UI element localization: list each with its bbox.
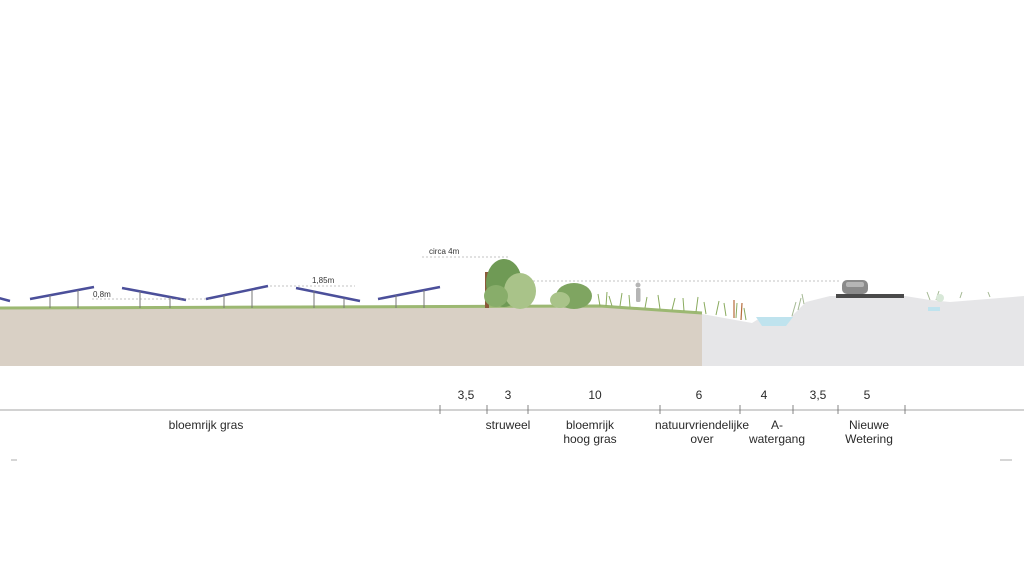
panel-gap-label: 0,8m (93, 290, 111, 299)
zone-label-line: struweel (485, 418, 531, 432)
shrub-low (550, 283, 592, 309)
annotation-lines (92, 256, 840, 300)
dimension-value: 3,5 (457, 388, 475, 402)
solar-panels (0, 284, 441, 303)
zone-label-line: watergang (748, 432, 806, 446)
zone-label-line: bloemrijk (565, 418, 614, 432)
dimension-ticks (439, 405, 906, 414)
panel-legs (49, 290, 425, 308)
embankment-profile (702, 296, 1024, 366)
shrub-struweel (484, 259, 536, 309)
water-surface (756, 317, 793, 326)
zone-label-line: hoog gras (563, 432, 617, 446)
zone-label-line: Nieuwe (848, 418, 890, 432)
shrub-height-label: circa 4m (429, 247, 460, 256)
panel-height-label: 1,85m (312, 276, 335, 285)
zone-label-bloemrijk-hoog-gras: bloemrijk hoog gras (555, 418, 625, 446)
dimension-value: 6 (695, 388, 703, 402)
dimension-value: 4 (760, 388, 768, 402)
road (836, 294, 904, 298)
zone-label-line: Wetering (845, 432, 893, 446)
dimension-value: 3 (504, 388, 512, 402)
zone-label-a-watergang: A- watergang (742, 418, 812, 446)
small-tree (936, 294, 944, 302)
zone-label-line: A- (771, 418, 783, 432)
dimension-value: 5 (863, 388, 871, 402)
zone-label-nieuwe-wetering: Nieuwe Wetering (834, 418, 904, 446)
dimension-value: 3,5 (809, 388, 827, 402)
tall-grass (597, 291, 747, 321)
reeds (733, 300, 743, 321)
zone-label-line: bloemrijk gras (168, 418, 244, 432)
zone-label-line: over (690, 432, 714, 446)
zone-label-natuurvriendelijke-over: natuurvriendelijke over (644, 418, 760, 446)
soil-profile (0, 307, 702, 366)
dimension-value: 10 (588, 388, 602, 402)
car (842, 280, 868, 294)
zone-label-bloemrijk-gras: bloemrijk gras (146, 418, 266, 432)
zone-label-line: natuurvriendelijke (654, 418, 750, 432)
person-figure (635, 282, 641, 302)
zone-label-struweel: struweel (478, 418, 538, 432)
small-water (928, 307, 940, 311)
